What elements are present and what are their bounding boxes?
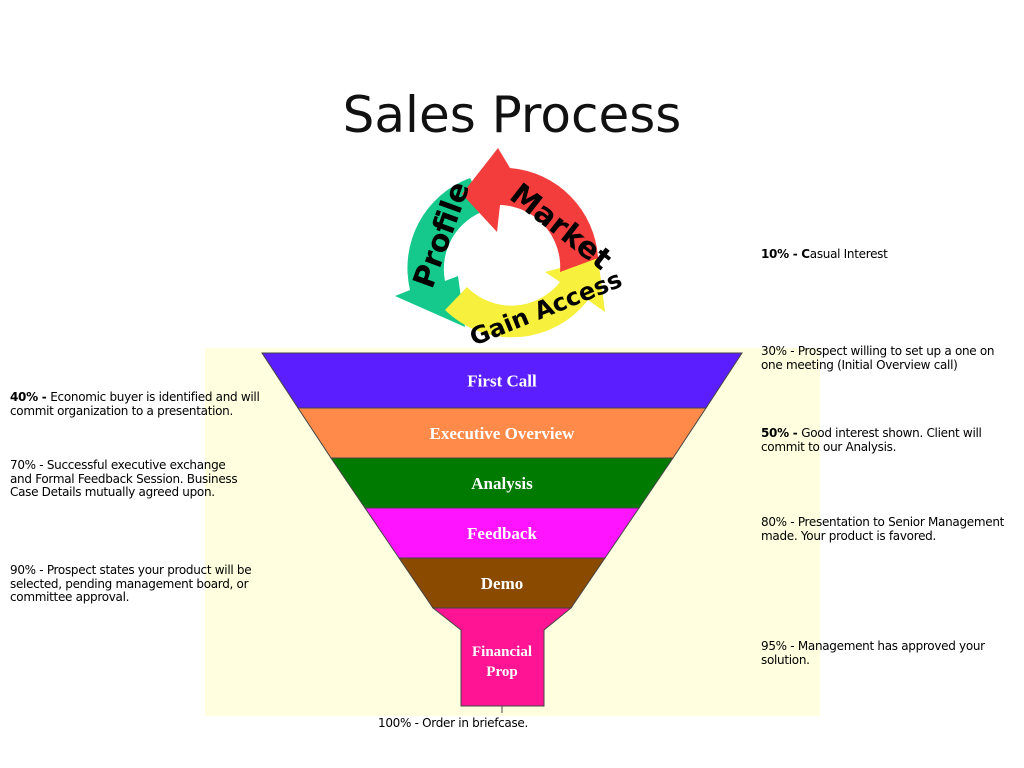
note-80: 80% - Presentation to Senior Management … [761,515,1011,543]
note-70-text: 70% - Successful executive exchange and … [10,458,238,499]
market-arrow [462,148,598,272]
note-30: 30% - Prospect willing to set up a one o… [761,344,1001,372]
note-95: 95% - Management has approved your solut… [761,639,1001,667]
funnel-stage-label-1: First Call [467,372,537,391]
note-50-bold: 50% - [761,426,802,440]
funnel-stage-label-4: Feedback [467,524,537,543]
gain-access-arrow [445,258,605,338]
note-10-bold: 10% - C [761,247,810,261]
note-30-text: 30% - Prospect willing to set up a one o… [761,344,995,372]
note-40-bold: 40% - [10,390,51,404]
funnel-stage-6 [431,607,573,707]
note-90: 90% - Prospect states your product will … [10,563,255,605]
cycle-diagram: Profile Market Gain Access [395,148,626,352]
note-80-text: 80% - Presentation to Senior Management … [761,515,1005,543]
note-100: 100% - Order in briefcase. [378,716,628,731]
note-40-text: Economic buyer is identified and will co… [10,390,260,418]
funnel-stage-label-3: Analysis [471,474,533,493]
profile-arrow [395,178,487,327]
note-10: 10% - Casual Interest [761,247,1011,262]
note-90-text: 90% - Prospect states your product will … [10,563,252,604]
note-70: 70% - Successful executive exchange and … [10,458,250,500]
funnel-stage-label-2: Executive Overview [430,424,576,443]
note-40: 40% - Economic buyer is identified and w… [10,390,260,418]
note-50: 50% - Good interest shown. Client will c… [761,426,1001,454]
note-10-text: asual Interest [809,247,888,261]
funnel-stage-label-5: Demo [481,574,523,593]
note-100-text: 100% - Order in briefcase. [378,716,529,730]
note-50-text: Good interest shown. Client will commit … [761,426,982,454]
note-95-text: 95% - Management has approved your solut… [761,639,985,667]
slide-title: Sales Process [342,86,682,144]
